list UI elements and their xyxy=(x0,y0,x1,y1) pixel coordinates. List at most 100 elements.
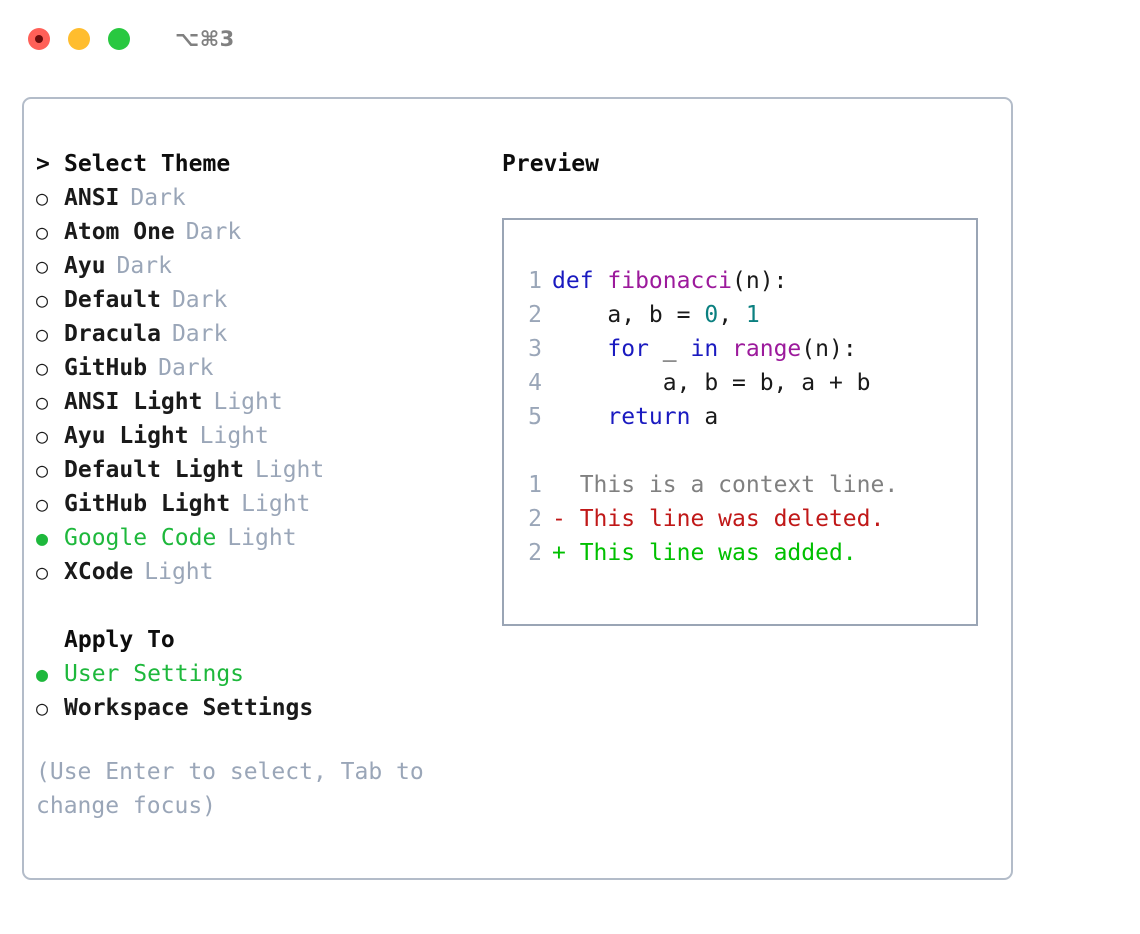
apply-to-list: ● User Settings ○ Workspace Settings xyxy=(36,657,486,725)
theme-category-tag: Light xyxy=(144,559,214,585)
help-text: (Use Enter to select, Tab to change focu… xyxy=(36,759,424,819)
code-token: range xyxy=(732,336,802,362)
radio-unselected-icon[interactable]: ○ xyxy=(36,560,49,584)
select-theme-title: Select Theme xyxy=(64,151,231,177)
apply-to-item[interactable]: ● User Settings xyxy=(36,657,486,691)
radio-selected-icon[interactable]: ● xyxy=(36,526,49,550)
apply-to-label: User Settings xyxy=(64,661,245,687)
code-line: 2 a, b = 0, 1 xyxy=(518,298,976,332)
code-line: 5 return a xyxy=(518,400,976,434)
code-token: for xyxy=(607,336,649,362)
radio-unselected-icon[interactable]: ○ xyxy=(36,254,49,278)
diff-text: This line was added. xyxy=(579,540,857,566)
theme-category-tag: Dark xyxy=(158,355,214,381)
theme-category-tag: Light xyxy=(255,457,325,483)
theme-list-item[interactable]: ● Google Code Light xyxy=(36,521,486,555)
theme-name: ANSI xyxy=(64,185,120,211)
diff-marker: - xyxy=(552,506,580,532)
code-token: a, b = xyxy=(552,302,705,328)
theme-name: Default Light xyxy=(64,457,245,483)
apply-to-item[interactable]: ○ Workspace Settings xyxy=(36,691,486,725)
code-token xyxy=(718,336,732,362)
code-token xyxy=(552,336,607,362)
line-number: 5 xyxy=(528,404,542,430)
theme-name: Ayu xyxy=(64,253,106,279)
minimize-window-button[interactable] xyxy=(68,28,90,50)
apply-to-title: Apply To xyxy=(64,627,175,653)
diff-line: 2- This line was deleted. xyxy=(518,502,976,536)
code-line: 3 for _ in range(n): xyxy=(518,332,976,366)
traffic-light-group xyxy=(28,28,130,50)
radio-unselected-icon[interactable]: ○ xyxy=(36,356,49,380)
code-token: _ xyxy=(648,336,691,362)
theme-category-tag: Dark xyxy=(171,321,228,347)
radio-unselected-icon[interactable]: ○ xyxy=(36,458,49,482)
theme-category-tag: Dark xyxy=(171,287,228,313)
line-number: 1 xyxy=(528,472,542,498)
radio-unselected-icon[interactable]: ○ xyxy=(36,424,49,448)
theme-name: Dracula xyxy=(64,321,161,347)
section-spacer xyxy=(36,589,486,623)
keyboard-shortcut-label: ⌥⌘3 xyxy=(175,26,235,51)
line-number: 4 xyxy=(528,370,542,396)
diff-marker: + xyxy=(552,540,580,566)
theme-category-tag: Light xyxy=(241,491,311,517)
code-token: return xyxy=(607,404,691,430)
apply-to-bullet-placeholder xyxy=(36,623,64,657)
diff-sample: 1 This is a context line.2- This line wa… xyxy=(518,468,976,570)
code-token: in xyxy=(690,336,719,362)
radio-unselected-icon[interactable]: ○ xyxy=(36,186,49,210)
line-number: 1 xyxy=(528,268,542,294)
radio-unselected-icon[interactable]: ○ xyxy=(36,390,49,414)
diff-text: This is a context line. xyxy=(579,472,899,498)
line-number: 2 xyxy=(528,302,542,328)
apply-to-label: Workspace Settings xyxy=(64,695,314,721)
radio-unselected-icon[interactable]: ○ xyxy=(36,322,49,346)
diff-line: 1 This is a context line. xyxy=(518,468,976,502)
theme-name: GitHub xyxy=(64,355,148,381)
theme-list-item[interactable]: ○ XCode Light xyxy=(36,555,486,589)
code-diff-spacer xyxy=(518,434,976,468)
code-token: (n): xyxy=(732,268,788,294)
theme-name: XCode xyxy=(64,559,134,585)
close-window-button[interactable] xyxy=(28,28,50,50)
theme-category-tag: Dark xyxy=(116,253,172,279)
code-token: 1 xyxy=(745,302,760,328)
radio-selected-icon[interactable]: ● xyxy=(36,662,49,686)
theme-list-item[interactable]: ○ GitHub Dark xyxy=(36,351,486,385)
code-token: def xyxy=(552,268,608,294)
line-number: 2 xyxy=(528,540,542,566)
theme-list-item[interactable]: ○ Dracula Dark xyxy=(36,317,486,351)
theme-name: ANSI Light xyxy=(64,389,203,415)
radio-unselected-icon[interactable]: ○ xyxy=(36,492,49,516)
code-token: (n): xyxy=(801,336,857,362)
theme-list-item[interactable]: ○ Default Light Light xyxy=(36,453,486,487)
code-token: 0 xyxy=(704,302,719,328)
code-token: a, b = b, a + b xyxy=(552,370,871,396)
radio-unselected-icon[interactable]: ○ xyxy=(36,288,49,312)
diff-line: 2 + This line was added. xyxy=(518,536,976,570)
radio-unselected-icon[interactable]: ○ xyxy=(36,220,49,244)
line-number: 2 xyxy=(528,506,542,532)
theme-category-tag: Dark xyxy=(185,219,242,245)
theme-name: Google Code xyxy=(64,525,217,551)
theme-list-item[interactable]: ○ Ayu Dark xyxy=(36,249,486,283)
window-titlebar: ⌥⌘3 xyxy=(0,0,1140,78)
maximize-window-button[interactable] xyxy=(108,28,130,50)
theme-category-tag: Light xyxy=(227,525,297,551)
theme-name: Ayu Light xyxy=(64,423,189,449)
radio-unselected-icon[interactable]: ○ xyxy=(36,696,49,720)
